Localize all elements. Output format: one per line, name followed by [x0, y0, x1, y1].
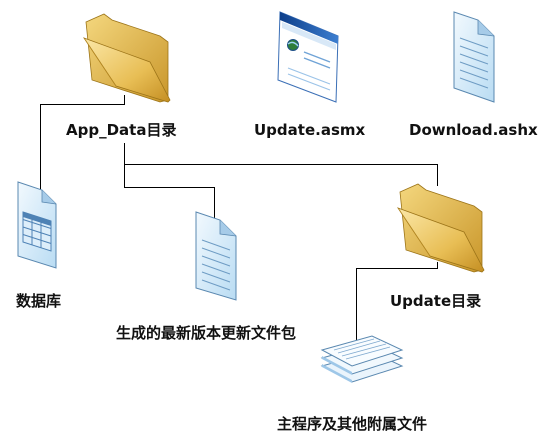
update-folder-label: Update目录	[390, 292, 482, 310]
connector-lines	[40, 95, 438, 342]
main-files-stack-icon	[320, 335, 404, 383]
connector-appdata-to-update-folder	[124, 143, 438, 186]
update-package-label: 生成的最新版本更新文件包	[116, 324, 297, 342]
download-ashx-document-icon	[453, 11, 495, 103]
connector-update-folder-to-main-files	[356, 262, 438, 342]
database-table-icon	[17, 181, 57, 269]
app-data-folder-icon	[82, 13, 171, 103]
main-files-label: 主程序及其他附属文件	[277, 415, 428, 433]
download-ashx-label: Download.ashx	[409, 121, 538, 139]
connector-appdata-to-package	[124, 143, 215, 220]
update-package-document-icon	[195, 211, 237, 301]
connector-appdata-to-database	[40, 95, 125, 190]
app-data-folder-label: App_Data目录	[66, 121, 177, 139]
update-asmx-window-icon	[277, 11, 339, 103]
update-folder-icon	[396, 183, 485, 273]
update-asmx-label: Update.asmx	[254, 121, 366, 139]
database-label: 数据库	[16, 292, 62, 310]
